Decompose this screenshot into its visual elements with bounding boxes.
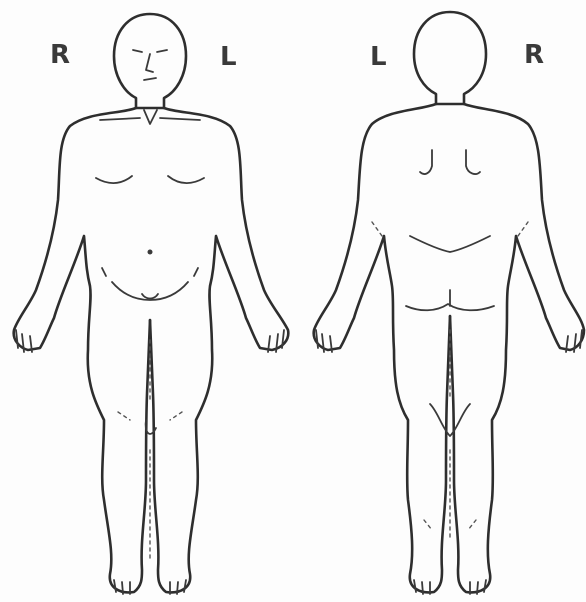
back-elbow-left [372, 222, 382, 236]
back-body-outline-left [314, 104, 450, 592]
back-scapula-left [420, 150, 432, 174]
back-scapula-right [466, 150, 480, 174]
back-waist-curve [410, 236, 490, 252]
back-ankle-right [468, 520, 476, 530]
back-body-outline-right [450, 104, 584, 592]
back-elbow-right [518, 222, 528, 236]
back-knee-fossa [430, 404, 470, 436]
back-ankle-left [424, 520, 432, 530]
back-head-outline [414, 12, 486, 104]
